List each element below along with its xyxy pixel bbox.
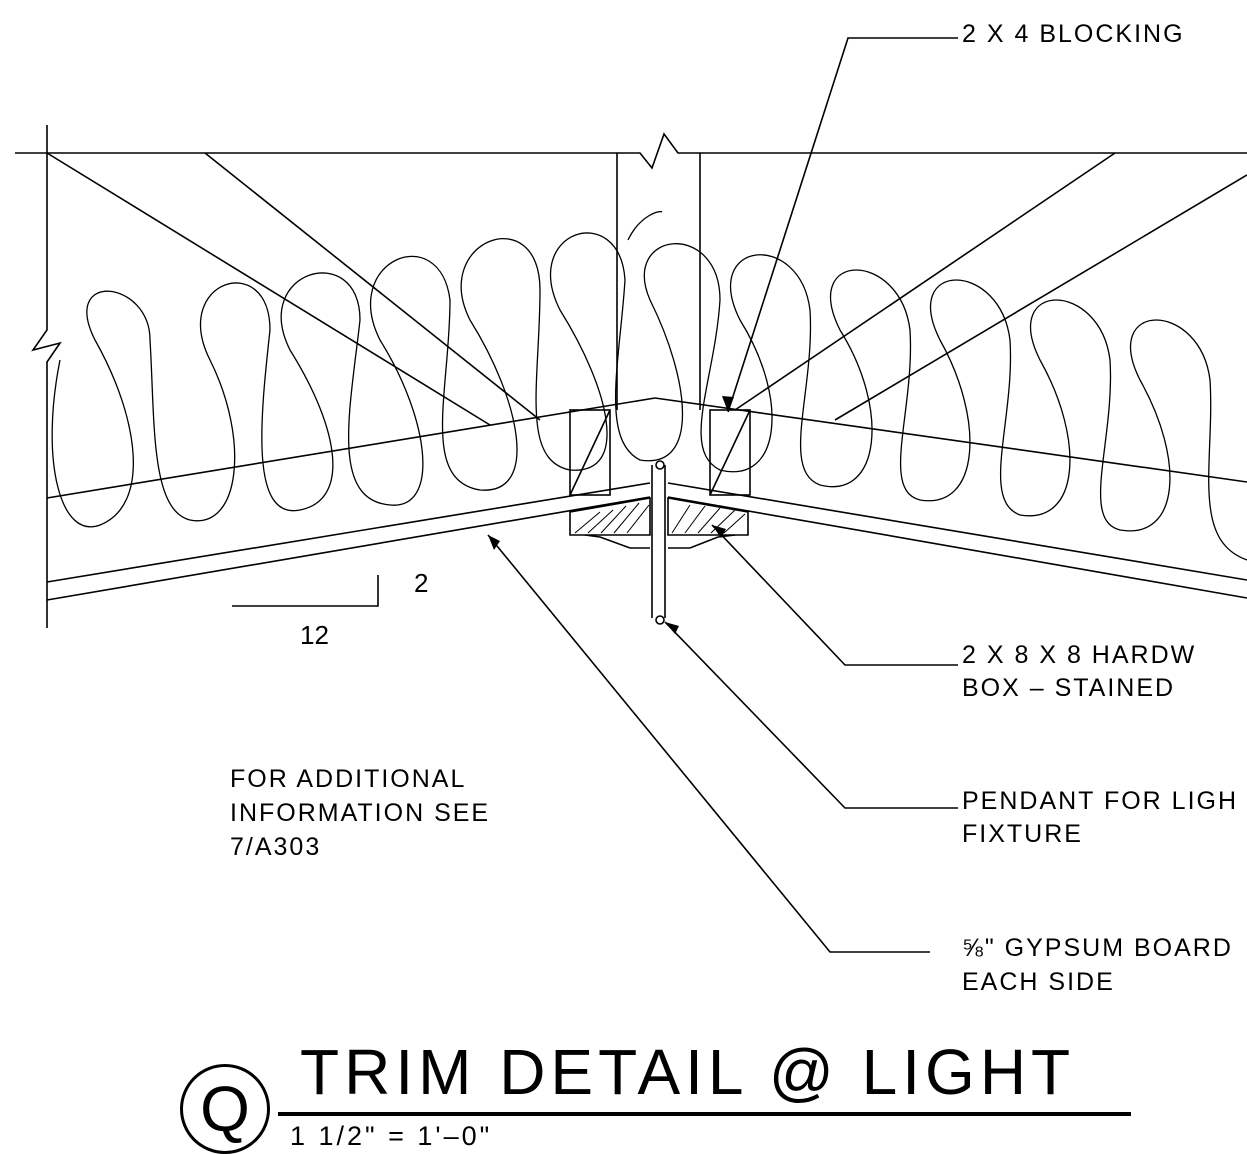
leader-gypsum [487, 534, 930, 953]
leader-blocking [727, 37, 958, 413]
slope-run: 12 [300, 620, 329, 650]
callout-blocking: 2 X 4 BLOCKING [962, 20, 1185, 48]
top-line [15, 132, 1247, 170]
blocking-left [569, 409, 611, 496]
insulation-batt [51, 232, 1247, 561]
callout-hardwood-2: BOX – STAINED [962, 674, 1176, 702]
detail-title: TRIM DETAIL @ LIGHT [300, 1036, 1076, 1108]
slope-rise: 2 [414, 568, 429, 598]
detail-marker: Q [180, 1064, 270, 1154]
leader-pendant [664, 621, 958, 809]
hardwood-box [569, 497, 651, 536]
detail-scale: 1 1/2" = 1'–0" [290, 1121, 493, 1151]
slope-indicator [232, 575, 379, 607]
callout-gypsum-2: EACH SIDE [962, 968, 1115, 996]
callout-gypsum-1: ⅝" GYPSUM BOARD [962, 934, 1233, 962]
leader-hardwood [711, 524, 958, 666]
fixture-canopy [584, 534, 736, 549]
note-line-2: INFORMATION SEE [230, 799, 491, 827]
callout-hardwood-1: 2 X 8 X 8 HARDW [962, 641, 1197, 669]
callout-pendant-1: PENDANT FOR LIGH [962, 787, 1239, 815]
note-line-1: FOR ADDITIONAL [230, 765, 467, 793]
note-line-3: 7/A303 [230, 833, 322, 861]
title-underline [278, 1112, 1131, 1116]
callout-pendant-2: FIXTURE [962, 820, 1083, 848]
blocking-right [709, 409, 751, 496]
left-wall-line [31, 125, 62, 628]
